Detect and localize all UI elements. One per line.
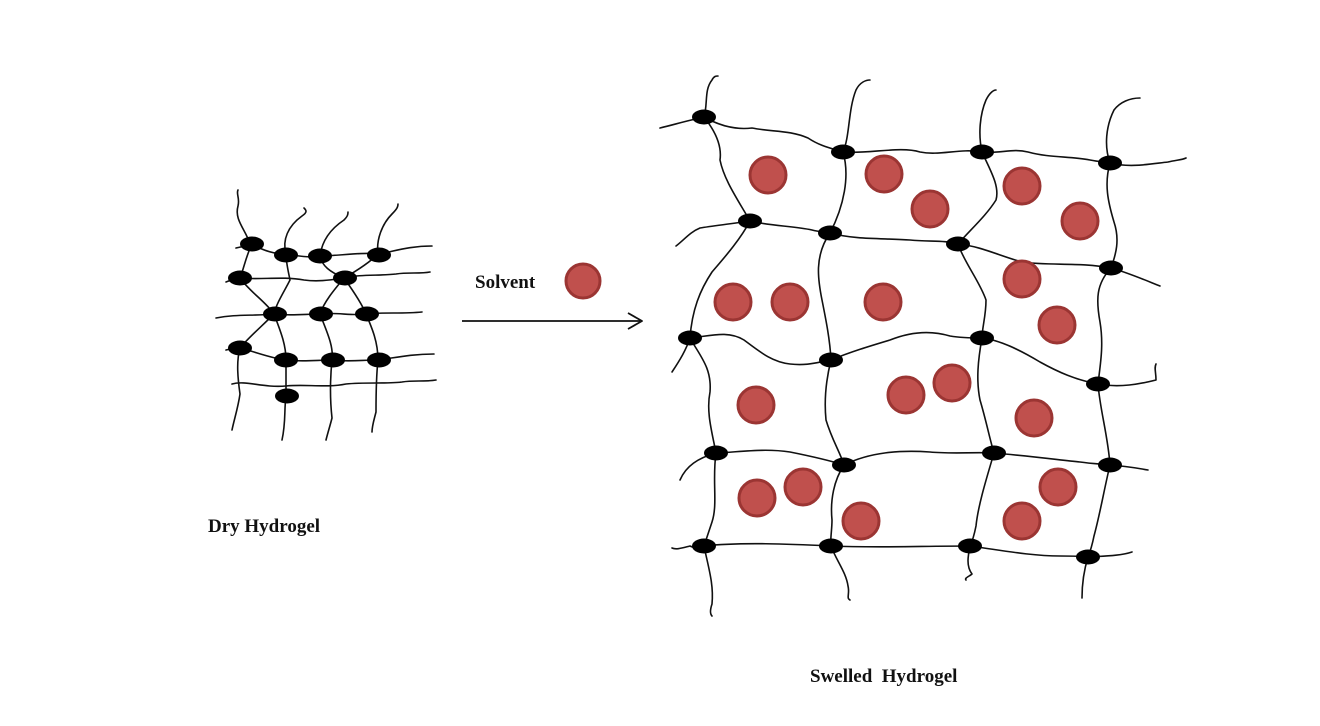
- polymer-chain: [979, 89, 997, 153]
- crosslink-node: [692, 538, 716, 554]
- polymer-chain: [689, 331, 1099, 385]
- crosslink-node: [263, 306, 287, 322]
- crosslink-nodes: [678, 109, 1123, 565]
- polymer-chain: [957, 151, 998, 547]
- polymer-chain: [830, 545, 851, 601]
- crosslink-nodes: [228, 236, 391, 404]
- solvent-droplet: [1002, 501, 1042, 541]
- crosslink-node: [819, 538, 843, 554]
- crosslink-node: [946, 236, 970, 252]
- solvent-droplet: [737, 478, 777, 518]
- dry-hydrogel-network: [215, 189, 437, 441]
- polymer-chain: [236, 189, 251, 245]
- crosslink-node: [738, 213, 762, 229]
- crosslink-node: [1098, 457, 1122, 473]
- crosslink-node: [704, 445, 728, 461]
- crosslink-node: [970, 144, 994, 160]
- crosslink-node: [275, 388, 299, 404]
- swelled-hydrogel-network: [659, 75, 1187, 617]
- crosslink-node: [832, 457, 856, 473]
- solvent-droplet: [841, 501, 881, 541]
- polymer-chain: [225, 271, 431, 283]
- solvent-droplet: [748, 155, 788, 195]
- polymer-chain: [817, 151, 847, 547]
- solvent-droplets: [713, 154, 1100, 541]
- solvent-droplet: [932, 363, 972, 403]
- crosslink-node: [355, 306, 379, 322]
- solvent-droplet: [783, 467, 823, 507]
- polymer-chain: [273, 253, 291, 441]
- polymer-chain: [715, 449, 1111, 466]
- solvent-droplet: [770, 282, 810, 322]
- dry-hydrogel-label: Dry Hydrogel: [208, 516, 321, 537]
- polymer-chain: [1109, 157, 1187, 167]
- polymer-chain: [235, 243, 433, 258]
- polymer-chain: [689, 116, 751, 547]
- solvent-droplet: [713, 282, 753, 322]
- solvent-label: Solvent: [475, 272, 536, 293]
- solvent-droplet: [864, 154, 904, 194]
- crosslink-node: [958, 538, 982, 554]
- crosslink-node: [367, 352, 391, 368]
- polymer-chain: [1097, 363, 1157, 387]
- crosslink-node: [240, 236, 264, 252]
- solvent-droplet: [1002, 259, 1042, 299]
- solvent-droplet: [1037, 305, 1077, 345]
- polymer-chain: [703, 545, 714, 617]
- polymer-chain: [319, 211, 349, 257]
- crosslink-node: [228, 270, 252, 286]
- polymer-chain: [842, 79, 871, 153]
- polymer-chain: [703, 75, 719, 118]
- polymer-chain: [703, 116, 1111, 164]
- crosslink-node: [308, 248, 332, 264]
- crosslink-node: [367, 247, 391, 263]
- solvent-droplet: [1014, 398, 1054, 438]
- crosslink-node: [1098, 155, 1122, 171]
- crosslink-node: [1076, 549, 1100, 565]
- crosslink-node: [819, 352, 843, 368]
- polymer-chain: [1087, 162, 1118, 558]
- polymer-chain: [284, 207, 307, 255]
- solvent-droplet: [1002, 166, 1042, 206]
- crosslink-node: [1099, 260, 1123, 276]
- solvent-droplet: [910, 189, 950, 229]
- polymer-chain: [1105, 97, 1141, 164]
- swelling-arrow: [462, 312, 643, 330]
- crosslink-node: [274, 352, 298, 368]
- polymer-chain: [964, 545, 973, 581]
- solvent-droplet: [863, 282, 903, 322]
- swelled-hydrogel-label: Swelled Hydrogel: [810, 666, 958, 687]
- crosslink-node: [333, 270, 357, 286]
- crosslink-node: [678, 330, 702, 346]
- solvent-legend-droplet: [564, 262, 602, 300]
- solvent-droplet: [1060, 201, 1100, 241]
- polymer-chain: [703, 542, 1089, 558]
- crosslink-node: [321, 352, 345, 368]
- polymer-chain: [675, 220, 751, 247]
- polymer-chain: [231, 379, 437, 388]
- crosslink-node: [228, 340, 252, 356]
- crosslink-node: [818, 225, 842, 241]
- solvent-droplet: [1038, 467, 1078, 507]
- crosslink-node: [692, 109, 716, 125]
- polymer-chain: [376, 203, 399, 255]
- solvent-droplet: [886, 375, 926, 415]
- solvent-droplet: [736, 385, 776, 425]
- crosslink-node: [970, 330, 994, 346]
- crosslink-node: [309, 306, 333, 322]
- crosslink-node: [1086, 376, 1110, 392]
- crosslink-node: [831, 144, 855, 160]
- crosslink-node: [982, 445, 1006, 461]
- crosslink-node: [274, 247, 298, 263]
